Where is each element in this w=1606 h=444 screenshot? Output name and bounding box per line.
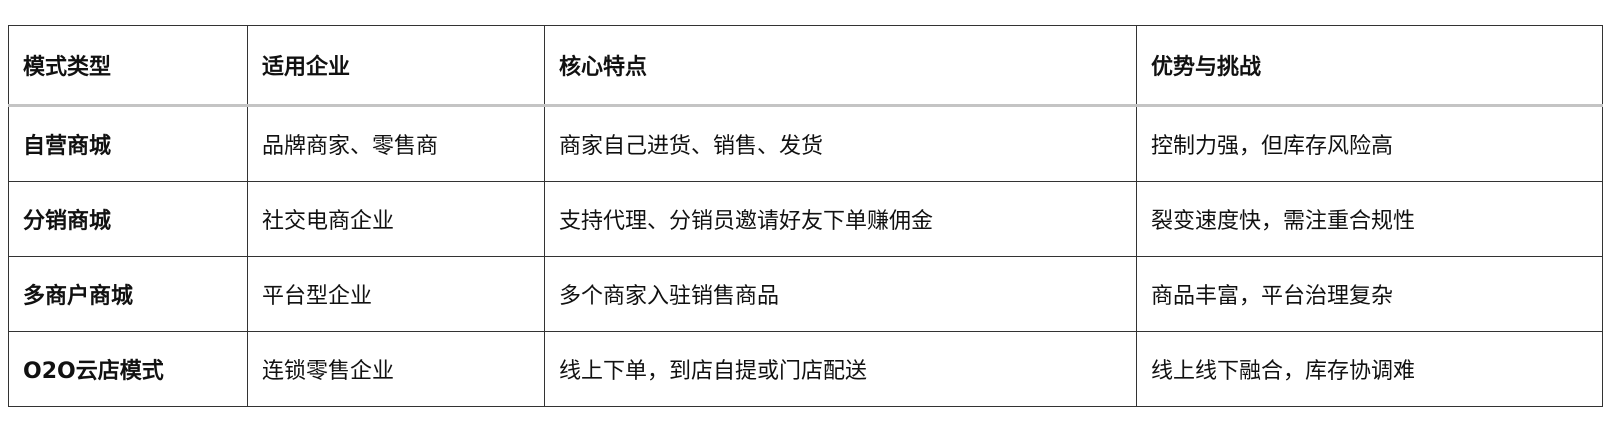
table-row: 多商户商城 平台型企业 多个商家入驻销售商品 商品丰富，平台治理复杂 — [8, 256, 1603, 332]
header-applicable-enterprise: 适用企业 — [247, 25, 545, 107]
cell-mode-type: O2O云店模式 — [8, 331, 248, 407]
cell-advantages-challenges: 商品丰富，平台治理复杂 — [1136, 256, 1603, 332]
cell-applicable-enterprise: 社交电商企业 — [247, 181, 545, 257]
cell-advantages-challenges: 线上线下融合，库存协调难 — [1136, 331, 1603, 407]
header-row: 模式类型 适用企业 核心特点 优势与挑战 — [8, 25, 1603, 107]
cell-core-features: 线上下单，到店自提或门店配送 — [544, 331, 1137, 407]
cell-advantages-challenges: 控制力强，但库存风险高 — [1136, 105, 1603, 182]
cell-mode-type: 自营商城 — [8, 105, 248, 182]
cell-core-features: 多个商家入驻销售商品 — [544, 256, 1137, 332]
table-header: 模式类型 适用企业 核心特点 优势与挑战 — [8, 25, 1603, 107]
cell-core-features: 商家自己进货、销售、发货 — [544, 105, 1137, 182]
cell-applicable-enterprise: 连锁零售企业 — [247, 331, 545, 407]
mall-mode-comparison-table-container: 模式类型 适用企业 核心特点 优势与挑战 自营商城 品牌商家、零售商 商家自己进… — [8, 25, 1603, 407]
cell-mode-type: 分销商城 — [8, 181, 248, 257]
cell-core-features: 支持代理、分销员邀请好友下单赚佣金 — [544, 181, 1137, 257]
mall-mode-comparison-table: 模式类型 适用企业 核心特点 优势与挑战 自营商城 品牌商家、零售商 商家自己进… — [8, 25, 1603, 407]
table-row: O2O云店模式 连锁零售企业 线上下单，到店自提或门店配送 线上线下融合，库存协… — [8, 331, 1603, 407]
cell-advantages-challenges: 裂变速度快，需注重合规性 — [1136, 181, 1603, 257]
cell-mode-type: 多商户商城 — [8, 256, 248, 332]
header-advantages-challenges: 优势与挑战 — [1136, 25, 1603, 107]
table-row: 分销商城 社交电商企业 支持代理、分销员邀请好友下单赚佣金 裂变速度快，需注重合… — [8, 181, 1603, 257]
table-body: 自营商城 品牌商家、零售商 商家自己进货、销售、发货 控制力强，但库存风险高 分… — [8, 105, 1603, 407]
cell-applicable-enterprise: 平台型企业 — [247, 256, 545, 332]
table-row: 自营商城 品牌商家、零售商 商家自己进货、销售、发货 控制力强，但库存风险高 — [8, 105, 1603, 182]
header-mode-type: 模式类型 — [8, 25, 248, 107]
header-core-features: 核心特点 — [544, 25, 1137, 107]
cell-applicable-enterprise: 品牌商家、零售商 — [247, 105, 545, 182]
